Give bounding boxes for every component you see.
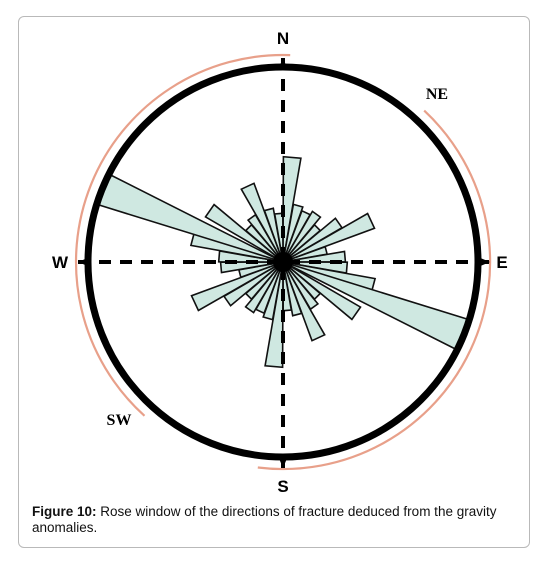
west-label: W [52, 253, 69, 272]
south-label: S [277, 477, 288, 496]
south-arrow [278, 456, 288, 468]
caption-label: Figure 10: [32, 504, 97, 519]
east-arrow [478, 257, 490, 267]
east-label: E [496, 253, 507, 272]
southwest-label: SW [107, 412, 132, 429]
northeast-label: NE [426, 86, 448, 103]
rose-petal-245 [190, 261, 284, 312]
caption-text: Rose window of the directions of fractur… [32, 504, 497, 535]
north-arrow [278, 58, 288, 70]
figure-caption: Figure 10: Rose window of the directions… [32, 504, 522, 536]
north-label: N [277, 29, 289, 48]
petals [95, 155, 471, 369]
west-arrow [78, 257, 90, 267]
outer-arc-east [257, 109, 492, 471]
outer-arc-west [74, 53, 291, 417]
rose-diagram: N S E W NE SW [52, 29, 508, 496]
outer-arcs [74, 53, 492, 471]
center-hub [273, 252, 293, 272]
rose-petal-65 [282, 212, 376, 263]
